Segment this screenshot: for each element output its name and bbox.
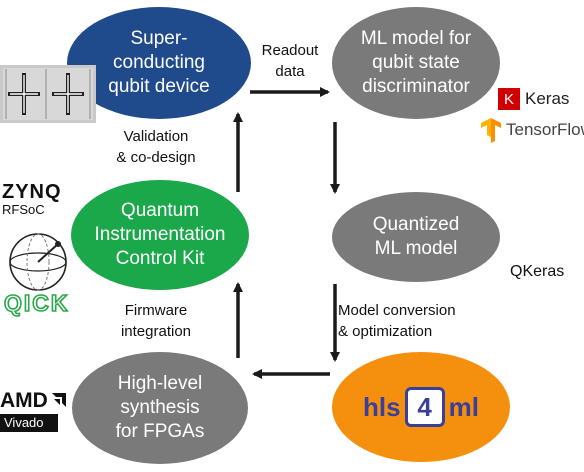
keras-text: Keras xyxy=(525,89,570,108)
keras-k-icon: K xyxy=(498,88,520,110)
hls4ml-text-right: ml xyxy=(448,391,479,422)
vivado-text: Vivado xyxy=(0,414,58,432)
hls4ml-text-left: hls xyxy=(363,391,401,422)
node-ml-model-label: ML model for qubit state discriminator xyxy=(360,28,472,97)
label-model-conversion: Model conversion & optimization xyxy=(338,302,456,340)
zynq-text: ZYNQ xyxy=(2,181,62,203)
amd-arrow-icon xyxy=(51,393,66,407)
node-quantized-model-label: Quantized ML model xyxy=(372,214,460,259)
amd-text: AMD xyxy=(0,389,48,412)
hls4ml-chip-icon: 4 xyxy=(404,387,445,427)
hls4ml-logo: hls 4 ml xyxy=(363,387,479,427)
label-firmware: Firmware integration xyxy=(120,302,192,340)
tensorflow-logo: TensorFlow xyxy=(480,117,584,143)
node-hls-synthesis: High-level synthesis for FPGAs xyxy=(72,352,248,464)
node-quantized-model: Quantized ML model xyxy=(332,192,500,282)
hls4ml-text-mid: 4 xyxy=(417,391,432,422)
amd-vivado-logo: AMD Vivado xyxy=(0,390,68,432)
node-qubit-device: Super- conducting qubit device xyxy=(67,7,251,119)
qick-sphere-icon xyxy=(9,233,67,291)
node-qubit-device-label: Super- conducting qubit device xyxy=(108,28,210,97)
node-hls-synthesis-label: High-level synthesis for FPGAs xyxy=(115,373,205,442)
qubit-chip-image xyxy=(0,65,96,123)
tensorflow-icon xyxy=(481,118,501,143)
label-qkeras: QKeras xyxy=(510,263,565,280)
label-validation: Validation & co-design xyxy=(116,128,196,166)
zynq-logo: ZYNQ RFSoC xyxy=(2,181,62,217)
qick-logo-text: QICK xyxy=(3,289,70,317)
node-hls4ml: hls 4 ml xyxy=(332,352,510,462)
rfsoc-text: RFSoC xyxy=(2,202,45,217)
node-qick: Quantum Instrumentation Control Kit xyxy=(71,180,249,290)
keras-logo: K Keras xyxy=(498,88,569,110)
label-readout-data: Readout data xyxy=(261,42,319,80)
node-qick-label: Quantum Instrumentation Control Kit xyxy=(94,200,226,269)
tensorflow-text: TensorFlow xyxy=(506,120,584,139)
node-ml-model: ML model for qubit state discriminator xyxy=(332,7,500,119)
